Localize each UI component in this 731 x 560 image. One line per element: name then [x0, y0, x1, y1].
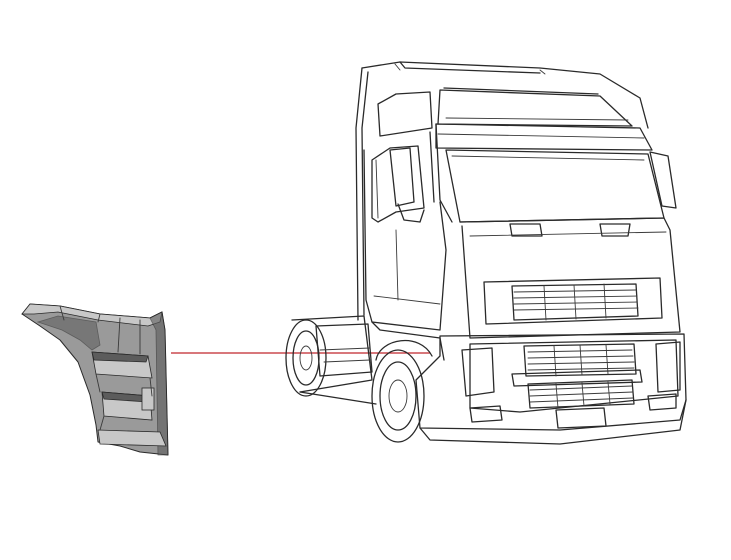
- truck-line-drawing: [285, 61, 687, 445]
- step-panel-part: [21, 303, 169, 456]
